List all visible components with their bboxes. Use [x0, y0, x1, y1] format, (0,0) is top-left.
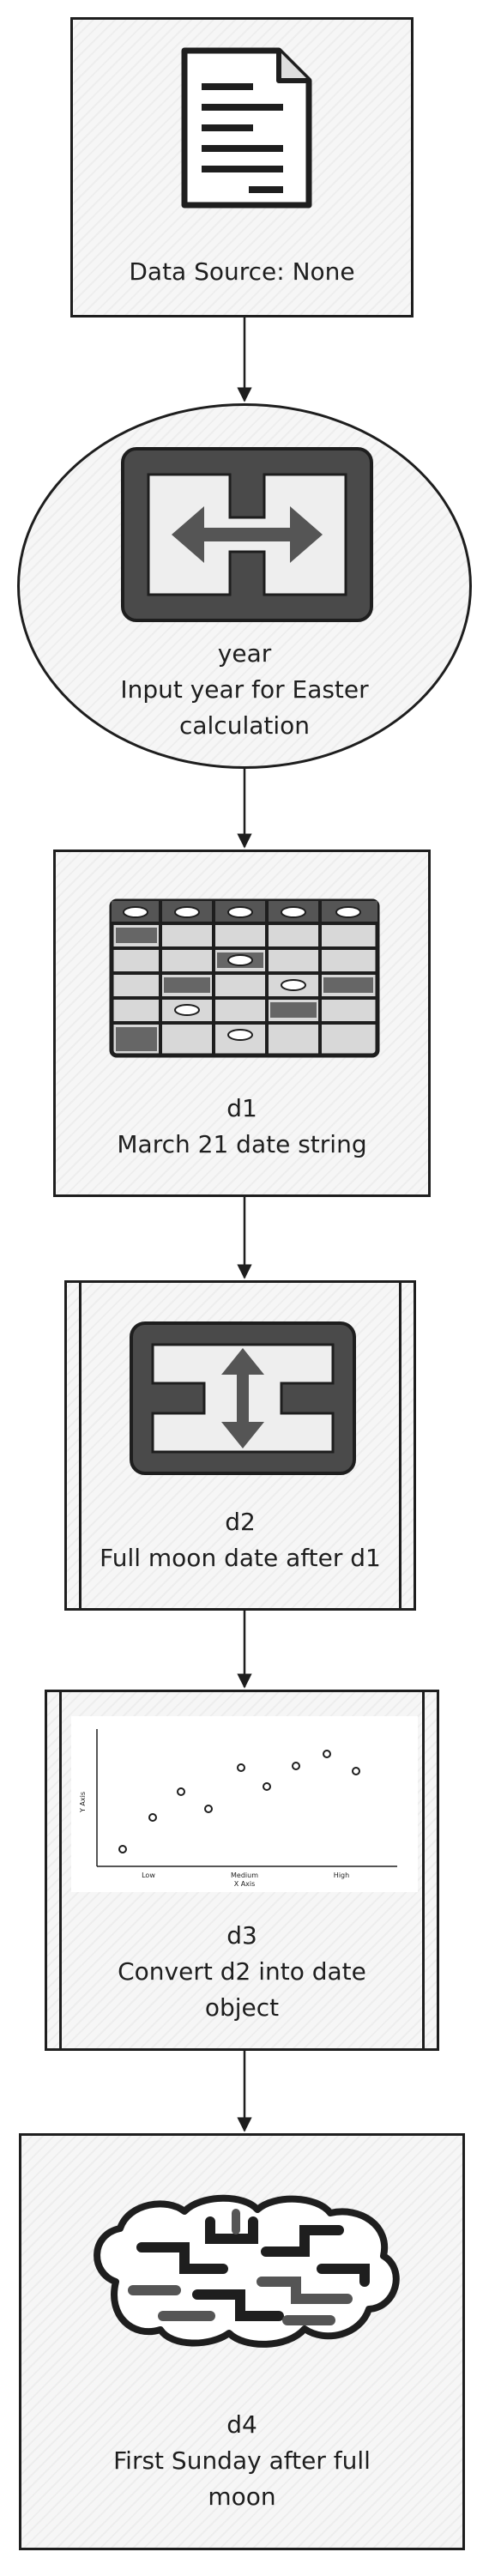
node-description: March 21 date string	[117, 1130, 367, 1158]
node-description-line-1: Input year for Easter	[120, 675, 369, 704]
document-icon	[181, 47, 312, 209]
scatter-point	[237, 1763, 245, 1772]
node-label: d1 March 21 date string	[56, 1091, 428, 1163]
node-description: Data Source: None	[129, 257, 355, 286]
transfer-horizontal-icon	[121, 447, 373, 622]
node-label: d2 Full moon date after d1	[67, 1504, 414, 1576]
scatter-chart-icon: Y Axis Low Medium High X Axis	[71, 1716, 418, 1892]
node-name: d3	[226, 1921, 257, 1950]
scatter-point	[292, 1762, 300, 1770]
brain-icon	[94, 2194, 400, 2348]
year-node[interactable]: year Input year for Easter calculation	[17, 403, 472, 769]
node-description-line-2: calculation	[178, 711, 311, 740]
node-description-line-1: Convert d2 into date	[118, 1957, 366, 1986]
d3-node[interactable]: Y Axis Low Medium High X Axis d3 Convert…	[45, 1690, 439, 2051]
table-icon	[109, 898, 380, 1058]
node-label: d4 First Sunday after full moon	[21, 2407, 462, 2515]
node-label: year Input year for Easter calculation	[20, 636, 469, 744]
scatter-point	[204, 1805, 213, 1813]
node-name: year	[217, 639, 272, 668]
node-label: Data Source: None	[73, 254, 411, 290]
node-description: Full moon date after d1	[100, 1544, 381, 1572]
scatter-point	[323, 1750, 331, 1758]
scatter-point	[263, 1782, 271, 1791]
d4-node[interactable]: d4 First Sunday after full moon	[19, 2133, 465, 2550]
node-description-line-1: First Sunday after full	[113, 2446, 371, 2475]
node-description-line-2: moon	[208, 2482, 276, 2511]
scatter-y-axis-label: Y Axis	[79, 1792, 87, 1813]
scatter-point	[352, 1767, 360, 1775]
scatter-point	[177, 1787, 185, 1796]
node-description-line-2: object	[204, 1993, 280, 2022]
d2-node[interactable]: d2 Full moon date after d1	[64, 1280, 416, 1611]
d1-node[interactable]: d1 March 21 date string	[53, 850, 431, 1197]
scatter-x-axis-label: X Axis	[234, 1880, 256, 1888]
node-name: d1	[226, 1094, 257, 1122]
data-source-node[interactable]: Data Source: None	[70, 17, 414, 317]
scatter-x-tick-high: High	[334, 1872, 349, 1879]
scatter-point	[148, 1813, 157, 1822]
scatter-point	[118, 1845, 127, 1853]
node-label: d3 Convert d2 into date object	[47, 1918, 437, 2026]
node-name: d4	[226, 2410, 257, 2439]
transfer-vertical-icon	[130, 1321, 356, 1475]
scatter-x-tick-low: Low	[142, 1872, 155, 1879]
node-name: d2	[225, 1508, 256, 1536]
scatter-x-tick-medium: Medium	[231, 1872, 258, 1879]
